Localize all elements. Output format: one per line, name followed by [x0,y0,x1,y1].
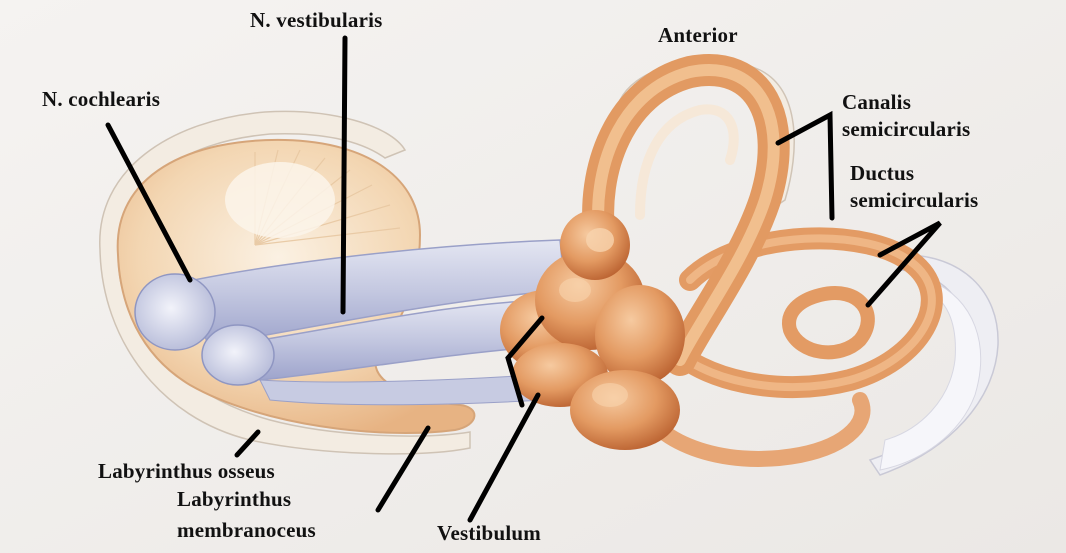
n-vestibularis-stump [202,325,274,385]
label-vestibulum: Vestibulum [437,521,541,545]
leader-n-vestibularis [343,38,345,312]
n-cochlearis-stump [135,274,215,350]
label-n-cochlearis: N. cochlearis [42,87,160,111]
label-anterior: Anterior [658,23,738,47]
label-ductus-line1: Ductus [850,161,914,185]
label-labyrinthus-membranoceus-line1: Labyrinthus [177,487,291,511]
label-labyrinthus-osseus: Labyrinthus osseus [98,459,275,483]
label-n-vestibularis: N. vestibularis [250,8,383,32]
label-labyrinthus-membranoceus-line2: membranoceus [177,518,316,542]
label-canalis-line1: Canalis [842,90,911,114]
label-canalis-line2: semicircularis [842,117,970,141]
label-ductus-line2: semicircularis [850,188,978,212]
